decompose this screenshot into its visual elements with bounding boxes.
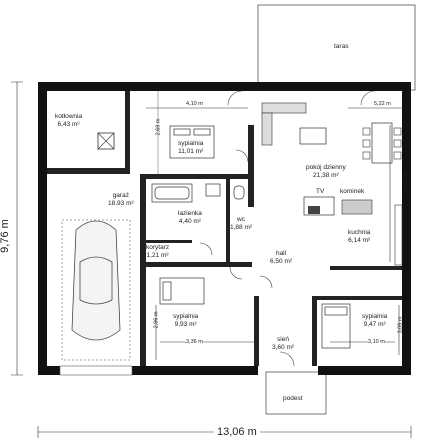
porch-label: podest [283,395,303,402]
kitchen-counter-icon [341,199,373,215]
total-width-label: 13,06 m [214,426,260,438]
tv-label: TV [316,188,325,195]
dim-336: 3,36 m [186,339,203,345]
total-depth-label: 9,76 m [0,216,11,256]
dim-296: 2,96 m [153,311,160,329]
door-arcs [199,90,376,367]
bed-icon [321,303,351,349]
garage-door-opening [59,365,133,376]
fireplace-label: kominek [340,188,365,195]
kitchen-cabinets-icon [394,204,403,266]
bed-icon [159,277,205,305]
dim-269: 2,69 m [155,118,162,136]
porch-outline [265,371,327,415]
bathtub-icon [151,183,193,203]
dim-410: 4,10 m [186,101,203,107]
sofa-icon [261,102,307,146]
interior-walls [47,91,402,366]
tv-unit-icon [303,196,335,216]
fireplace-icon [308,206,320,214]
dimension-lines [11,81,412,438]
coffee-table-icon [299,127,327,145]
dining-table-icon [371,122,393,164]
sink-icon [205,183,221,197]
dim-522: 5,22 m [374,101,391,107]
toilet-icon [233,185,245,200]
car-icon [61,219,131,361]
dim-306: 3,06 m [397,316,404,334]
chair-icons [362,127,402,160]
terrace-label: taras [334,43,349,50]
boiler-icon [97,132,115,150]
dim-567: 5,67 m [403,172,410,190]
dim-310: 3,10 m [368,339,385,345]
bed-icon [169,125,215,159]
